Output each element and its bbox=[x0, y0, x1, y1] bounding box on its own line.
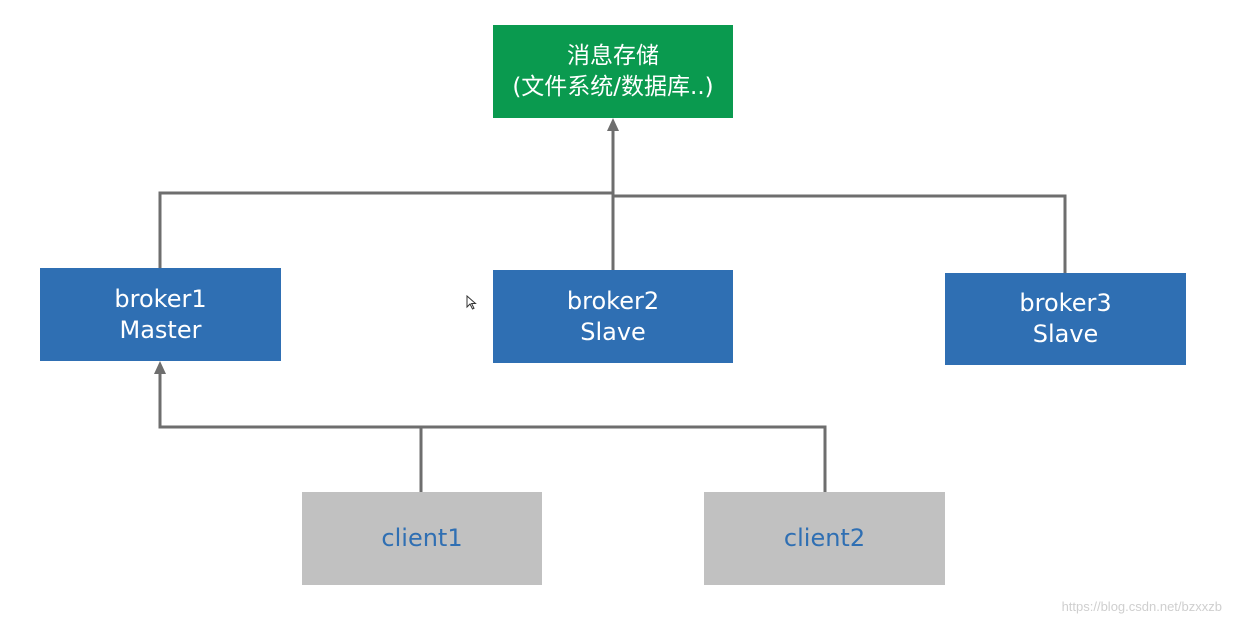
broker3-role: Slave bbox=[1032, 320, 1099, 348]
broker3-name: broker3 bbox=[1019, 289, 1112, 317]
broker1-name: broker1 bbox=[114, 284, 207, 313]
client-bus-line bbox=[158, 374, 423, 492]
broker2-name: broker2 bbox=[566, 286, 660, 315]
client1-node: client1 bbox=[302, 492, 542, 585]
storage-title: 消息存储 bbox=[567, 42, 659, 69]
client2-up-line bbox=[421, 425, 827, 492]
broker1-arrowhead bbox=[154, 361, 166, 374]
client2-node: client2 bbox=[704, 492, 945, 585]
mouse-pointer-icon bbox=[466, 295, 477, 310]
watermark: https://blog.csdn.net/bzxxzb bbox=[1061, 599, 1222, 614]
broker2-node: broker2 Slave bbox=[493, 270, 733, 363]
broker2-role: Slave bbox=[580, 317, 646, 346]
client1-name: client1 bbox=[381, 524, 463, 552]
storage-arrowhead bbox=[607, 118, 619, 131]
message-storage-node: 消息存储 (文件系统/数据库..) bbox=[493, 25, 733, 118]
client2-name: client2 bbox=[783, 524, 866, 552]
storage-subtitle: (文件系统/数据库..) bbox=[512, 73, 714, 100]
broker1-role: Master bbox=[119, 315, 202, 344]
broker1-node: broker1 Master bbox=[40, 268, 281, 361]
broker3-node: broker3 Slave bbox=[945, 273, 1186, 365]
